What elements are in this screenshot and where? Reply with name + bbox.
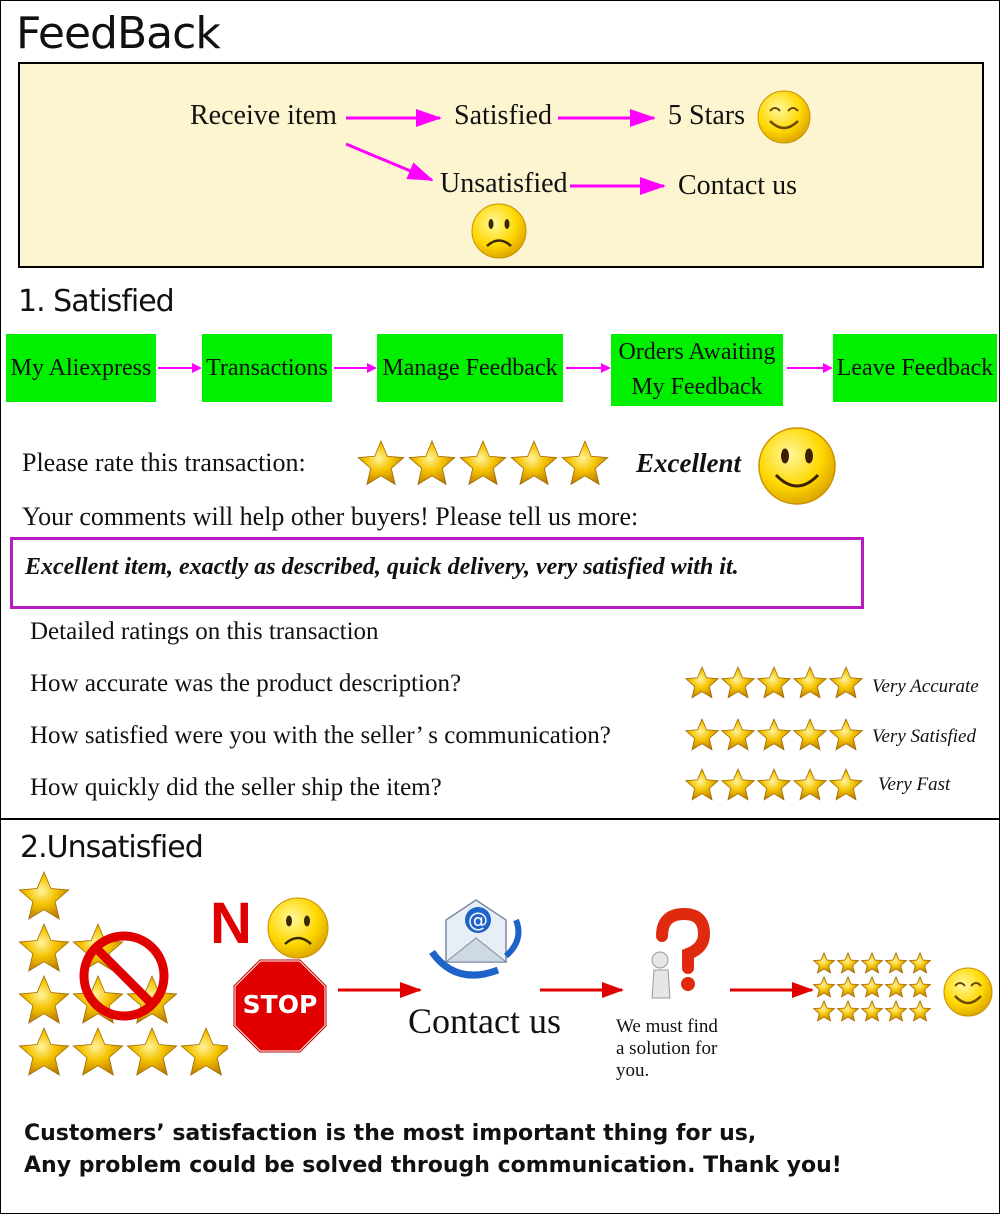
solution-text: We must find a solution for you. — [616, 1016, 718, 1082]
flow-arrows — [345, 109, 666, 195]
page-title: FeedBack — [16, 8, 221, 59]
star-icon — [756, 718, 792, 751]
shipping-stars[interactable] — [684, 768, 864, 804]
rating-word: Excellent — [636, 448, 741, 478]
question-shipping: How quickly did the seller ship the item… — [30, 774, 442, 801]
star-icon — [812, 975, 836, 998]
star-icon — [18, 1026, 70, 1076]
star-icon — [884, 999, 908, 1022]
star-icon — [792, 768, 828, 801]
communication-stars[interactable] — [684, 718, 864, 754]
star-icon — [408, 440, 456, 486]
flow-contact-us: Contact us — [678, 170, 797, 201]
comment-box[interactable]: Excellent item, exactly as described, qu… — [10, 537, 864, 609]
step-arrows — [158, 363, 833, 373]
star-icon — [860, 952, 884, 974]
star-icon — [836, 975, 860, 998]
star-icon — [720, 768, 756, 801]
smiley-happy-icon — [943, 967, 993, 1017]
smiley-sad-icon — [267, 897, 329, 959]
star-icon — [720, 666, 756, 699]
closing-line-2: Any problem could be solved through comm… — [24, 1153, 842, 1178]
no-letter: N — [210, 891, 252, 956]
contact-us-label: Contact us — [408, 1001, 561, 1041]
star-icon — [126, 1026, 178, 1076]
communication-label: Very Satisfied — [872, 726, 976, 747]
star-icon — [18, 922, 70, 972]
rate-label: Please rate this transaction: — [22, 448, 306, 477]
star-icon — [812, 952, 836, 974]
stop-sign-text: STOP — [242, 990, 318, 1019]
accuracy-label: Very Accurate — [872, 676, 979, 697]
flow-arrow — [345, 142, 434, 182]
closing-line-1: Customers’ satisfaction is the most impo… — [24, 1121, 757, 1146]
step-leave-feedback: Leave Feedback — [833, 334, 997, 402]
star-icon — [72, 1026, 124, 1076]
star-icon — [18, 870, 70, 920]
star-icon — [860, 999, 884, 1022]
section-unsatisfied-heading: 2.Unsatisfied — [20, 830, 204, 865]
email-icon: @ — [429, 899, 522, 979]
star-icon — [828, 666, 864, 699]
star-icon — [908, 952, 932, 974]
star-icon — [792, 718, 828, 751]
star-icon — [860, 975, 884, 998]
star-pyramid — [18, 870, 228, 1076]
step-transactions: Transactions — [202, 334, 332, 402]
star-icon — [828, 718, 864, 751]
solution-line: you. — [616, 1060, 650, 1081]
star-icon — [510, 440, 558, 486]
comments-prompt: Your comments will help other buyers! Pl… — [22, 502, 639, 531]
star-icon — [720, 718, 756, 751]
section-divider — [0, 818, 1000, 820]
star-icon — [561, 440, 609, 486]
star-icon — [792, 666, 828, 699]
shipping-label: Very Fast — [878, 774, 951, 795]
no-symbol-icon — [79, 931, 169, 1021]
flow-five-stars: 5 Stars — [668, 100, 745, 131]
svg-text:@: @ — [468, 908, 488, 932]
smiley-sad-icon — [471, 203, 527, 259]
star-icon — [828, 768, 864, 801]
solution-line: a solution for — [616, 1038, 718, 1059]
flow-satisfied: Satisfied — [454, 100, 552, 131]
step-manage-feedback: Manage Feedback — [377, 334, 563, 402]
star-icon — [884, 952, 908, 974]
closing-message: Customers’ satisfaction is the most impo… — [24, 1118, 842, 1182]
rating-stars[interactable] — [356, 440, 612, 490]
star-icon — [459, 440, 507, 486]
stop-sign-icon — [232, 958, 328, 1054]
star-icon — [18, 974, 70, 1024]
step-orders-awaiting-feedback: Orders Awaiting My Feedback — [611, 334, 783, 406]
flow-receive-item: Receive item — [190, 100, 337, 131]
comment-text: Excellent item, exactly as described, qu… — [25, 554, 739, 580]
question-communication: How satisfied were you with the seller’ … — [30, 722, 611, 749]
solution-line: We must find — [616, 1016, 718, 1037]
detailed-ratings-title: Detailed ratings on this transaction — [30, 618, 379, 645]
star-icon — [357, 440, 405, 486]
star-icon — [836, 952, 860, 974]
star-icon — [684, 768, 720, 801]
star-icon — [836, 999, 860, 1022]
star-icon — [684, 718, 720, 751]
star-icon — [908, 975, 932, 998]
accuracy-stars[interactable] — [684, 666, 864, 702]
smiley-happy-icon — [757, 90, 811, 144]
star-icon — [684, 666, 720, 699]
star-icon — [756, 768, 792, 801]
question-accuracy: How accurate was the product description… — [30, 670, 462, 697]
flow-unsatisfied: Unsatisfied — [440, 168, 568, 199]
star-icon — [180, 1026, 228, 1076]
star-icon — [812, 999, 836, 1022]
star-icon — [756, 666, 792, 699]
section-satisfied-heading: 1. Satisfied — [18, 284, 175, 319]
step-my-aliexpress: My Aliexpress — [6, 334, 156, 402]
question-figure-icon — [651, 907, 710, 999]
star-grid — [812, 952, 932, 1022]
star-icon — [884, 975, 908, 998]
red-arrows — [338, 982, 814, 998]
smiley-happy-icon — [758, 427, 836, 505]
star-icon — [908, 999, 932, 1022]
